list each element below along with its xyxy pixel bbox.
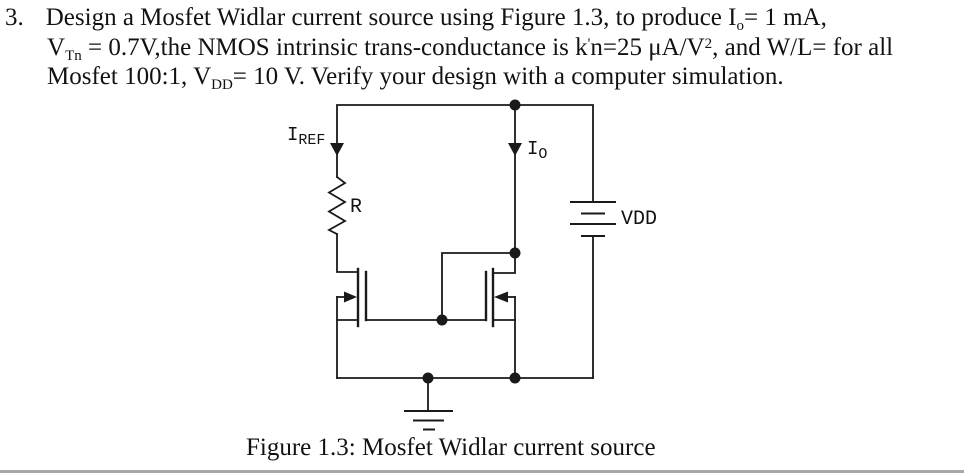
bottom-edge-bar	[0, 470, 964, 473]
iref-arrow	[330, 143, 344, 156]
mosfet-m1	[336, 233, 368, 379]
io-label: IO	[527, 138, 548, 163]
wire-top-rail	[336, 104, 594, 203]
wire-io-branch	[492, 104, 516, 274]
junction-dots	[422, 99, 521, 384]
resistor-symbol	[327, 175, 347, 236]
problem-statement: 3. Design a Mosfet Widlar current source …	[5, 3, 894, 93]
resistor-label: R	[350, 196, 363, 219]
vdd-label: VDD	[621, 208, 658, 231]
problem-line-3: Mosfet 100:1, VDD= 10 V. Verify your des…	[47, 63, 784, 93]
figure-caption: Figure 1.3: Mosfet Widlar current source	[246, 434, 656, 461]
battery-symbol	[570, 201, 616, 379]
iref-label: IREF	[287, 124, 326, 149]
problem-number: 3.	[5, 4, 24, 31]
problem-line-2: VTn = 0.7V,the NMOS intrinsic trans-cond…	[47, 33, 894, 64]
wire-gate-link	[365, 252, 516, 321]
ground-symbol	[404, 377, 453, 431]
mosfet-m2	[484, 267, 516, 379]
problem-line-1: Design a Mosfet Widlar current source us…	[45, 4, 827, 34]
